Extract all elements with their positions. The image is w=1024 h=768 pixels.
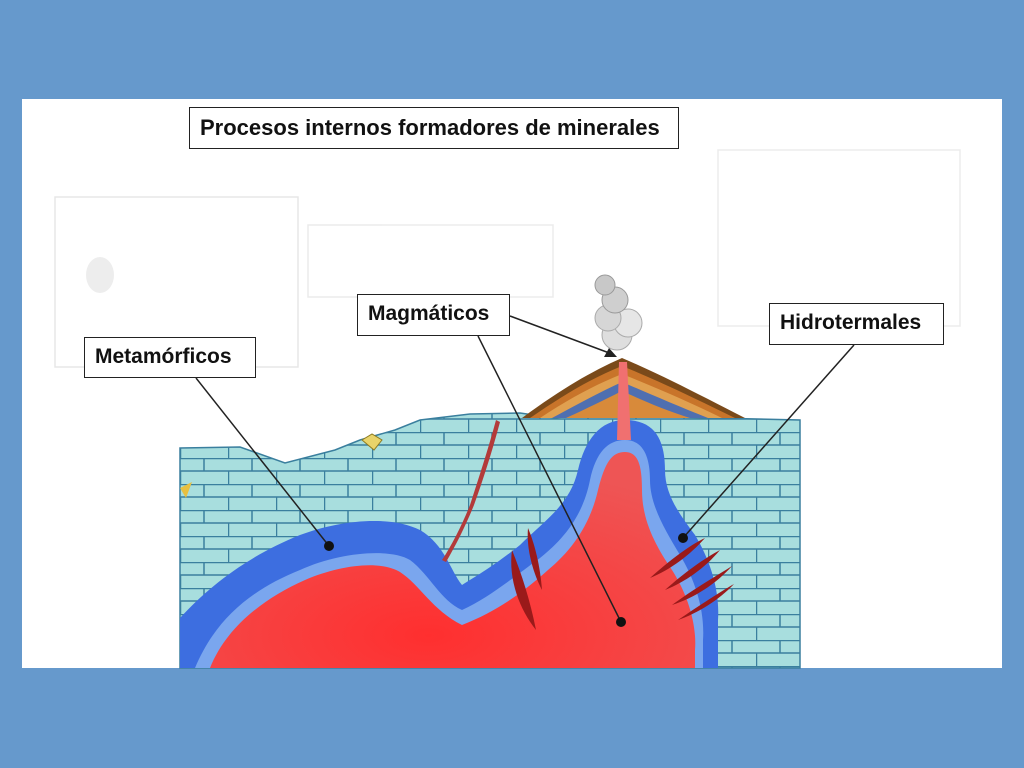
marker-dot-hidrotermales — [678, 533, 688, 543]
label-box-metamorficos: Metamórficos — [84, 337, 256, 378]
label-metamorficos: Metamórficos — [95, 345, 232, 368]
leader-arrow-magmaticos — [509, 315, 613, 355]
label-box-hidrotermales: Hidrotermales — [769, 303, 944, 345]
marker-dot-metamorficos — [324, 541, 334, 551]
arrowhead-magmaticos — [604, 348, 617, 357]
slide-title: Procesos internos formadores de minerale… — [200, 115, 660, 140]
magma-body — [210, 452, 696, 668]
left-edge-deposit — [180, 482, 192, 498]
marker-dot-magmaticos — [616, 617, 626, 627]
hydrothermal-veins — [511, 528, 734, 630]
surface-deposit — [361, 433, 383, 451]
leader-line-magmaticos — [477, 335, 622, 623]
magma-conduit — [617, 362, 631, 440]
label-magmaticos: Magmáticos — [368, 302, 490, 325]
leader-line-hidrotermales — [682, 344, 855, 539]
label-hidrotermales: Hidrotermales — [780, 311, 922, 334]
label-box-magmaticos: Magmáticos — [357, 294, 510, 336]
mineral-vein-dike — [442, 420, 500, 562]
title-box: Procesos internos formadores de minerale… — [189, 107, 679, 149]
volcano — [522, 358, 745, 418]
smoke-plume — [594, 274, 643, 351]
leader-line-metamorficos — [195, 377, 330, 547]
